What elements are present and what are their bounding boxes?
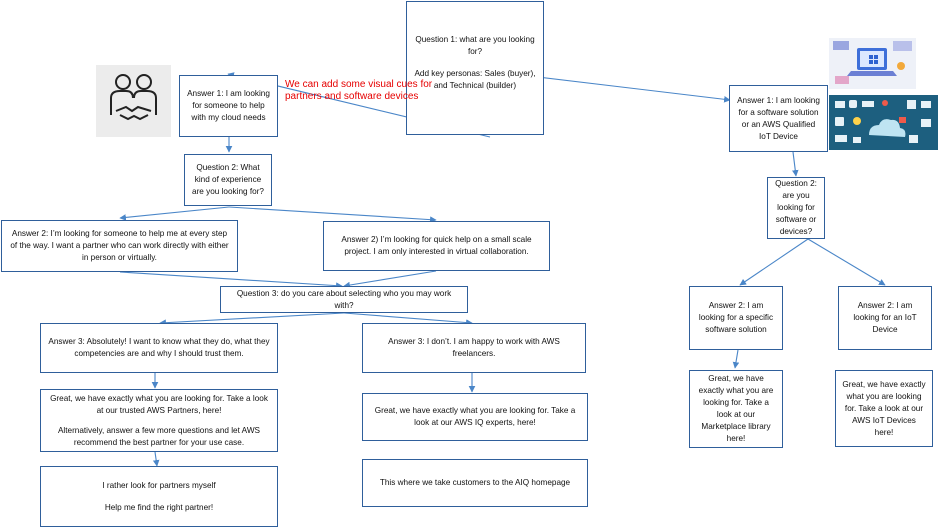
find-right-partner-option[interactable]: Help me find the right partner!: [105, 502, 213, 514]
left-answer3b-box[interactable]: Answer 3: I don’t. I am happy to work wi…: [362, 323, 586, 373]
right-question2-box[interactable]: Question 2: are you looking for software…: [767, 177, 825, 239]
partners-recommend-text: Alternatively, answer a few more questio…: [47, 425, 271, 449]
iot-result-text: Great, we have exactly what you are look…: [842, 379, 926, 439]
iot-result-box[interactable]: Great, we have exactly what you are look…: [835, 370, 933, 447]
arrow-q2-to-answer2b: [229, 207, 436, 220]
left-answer1-box[interactable]: Answer 1: I am looking for someone to he…: [179, 75, 278, 137]
iq-result-text: Great, we have exactly what you are look…: [369, 405, 581, 429]
arrow-q3-to-answer3a: [160, 313, 344, 323]
partners-result-text: Great, we have exactly what you are look…: [47, 393, 271, 417]
right-answer2a-box[interactable]: Answer 2: I am looking for a specific so…: [689, 286, 783, 350]
left-answer3a-box[interactable]: Answer 3: Absolutely! I want to know wha…: [40, 323, 278, 373]
arrow-answer2b-to-q3: [344, 271, 436, 286]
left-answer3a-text: Answer 3: Absolutely! I want to know wha…: [47, 336, 271, 360]
iq-result-box[interactable]: Great, we have exactly what you are look…: [362, 393, 588, 441]
left-answer2b-text: Answer 2) I’m looking for quick help on …: [330, 234, 543, 258]
aiq-homepage-box[interactable]: This where we take customers to the AIQ …: [362, 459, 588, 507]
right-answer1-text: Answer 1: I am looking for a software so…: [736, 95, 821, 143]
right-answer2b-box[interactable]: Answer 2: I am looking for an IoT Device: [838, 286, 932, 350]
software-laptop-icon: [829, 38, 916, 89]
question1-box[interactable]: Question 1: what are you looking for? Ad…: [406, 1, 544, 135]
right-answer2b-text: Answer 2: I am looking for an IoT Device: [845, 300, 925, 336]
right-question2-text: Question 2: are you looking for software…: [771, 178, 821, 238]
arrow-right-q2-to-device: [808, 239, 885, 285]
aiq-homepage-text: This where we take customers to the AIQ …: [380, 477, 570, 489]
arrow-q3-to-answer3b: [344, 313, 472, 323]
arrow-software-to-marketplace: [735, 350, 738, 368]
left-question3-text: Question 3: do you care about selecting …: [227, 288, 461, 312]
left-answer2a-box[interactable]: Answer 2: I’m looking for someone to hel…: [1, 220, 238, 272]
left-question2-text: Question 2: What kind of experience are …: [191, 162, 265, 198]
arrow-answer2a-to-q3: [120, 272, 342, 286]
marketplace-result-text: Great, we have exactly what you are look…: [696, 373, 776, 445]
left-answer2b-box[interactable]: Answer 2) I’m looking for quick help on …: [323, 221, 550, 271]
right-answer2a-text: Answer 2: I am looking for a specific so…: [696, 300, 776, 336]
look-myself-option[interactable]: I rather look for partners myself: [102, 480, 215, 492]
partners-handshake-icon: [96, 65, 171, 137]
right-answer1-box[interactable]: Answer 1: I am looking for a software so…: [729, 85, 828, 152]
partner-choice-box[interactable]: I rather look for partners myself Help m…: [40, 466, 278, 527]
left-answer2a-text: Answer 2: I’m looking for someone to hel…: [8, 228, 231, 264]
arrow-partners-to-choice: [155, 452, 157, 466]
marketplace-result-box[interactable]: Great, we have exactly what you are look…: [689, 370, 783, 448]
arrow-right-q2-to-software: [740, 239, 808, 285]
left-question3-box[interactable]: Question 3: do you care about selecting …: [220, 286, 468, 313]
partners-result-box[interactable]: Great, we have exactly what you are look…: [40, 389, 278, 452]
left-answer3b-text: Answer 3: I don’t. I am happy to work wi…: [369, 336, 579, 360]
arrow-q2-to-answer2a: [120, 207, 229, 218]
left-answer1-text: Answer 1: I am looking for someone to he…: [186, 88, 271, 124]
question1-text: Question 1: what are you looking for?: [413, 34, 537, 58]
iot-devices-icon: [829, 95, 938, 150]
left-question2-box[interactable]: Question 2: What kind of experience are …: [184, 154, 272, 206]
arrow-right-answer1-to-q2: [793, 152, 796, 176]
visual-cues-annotation: We can add some visual cues for partners…: [285, 79, 435, 103]
